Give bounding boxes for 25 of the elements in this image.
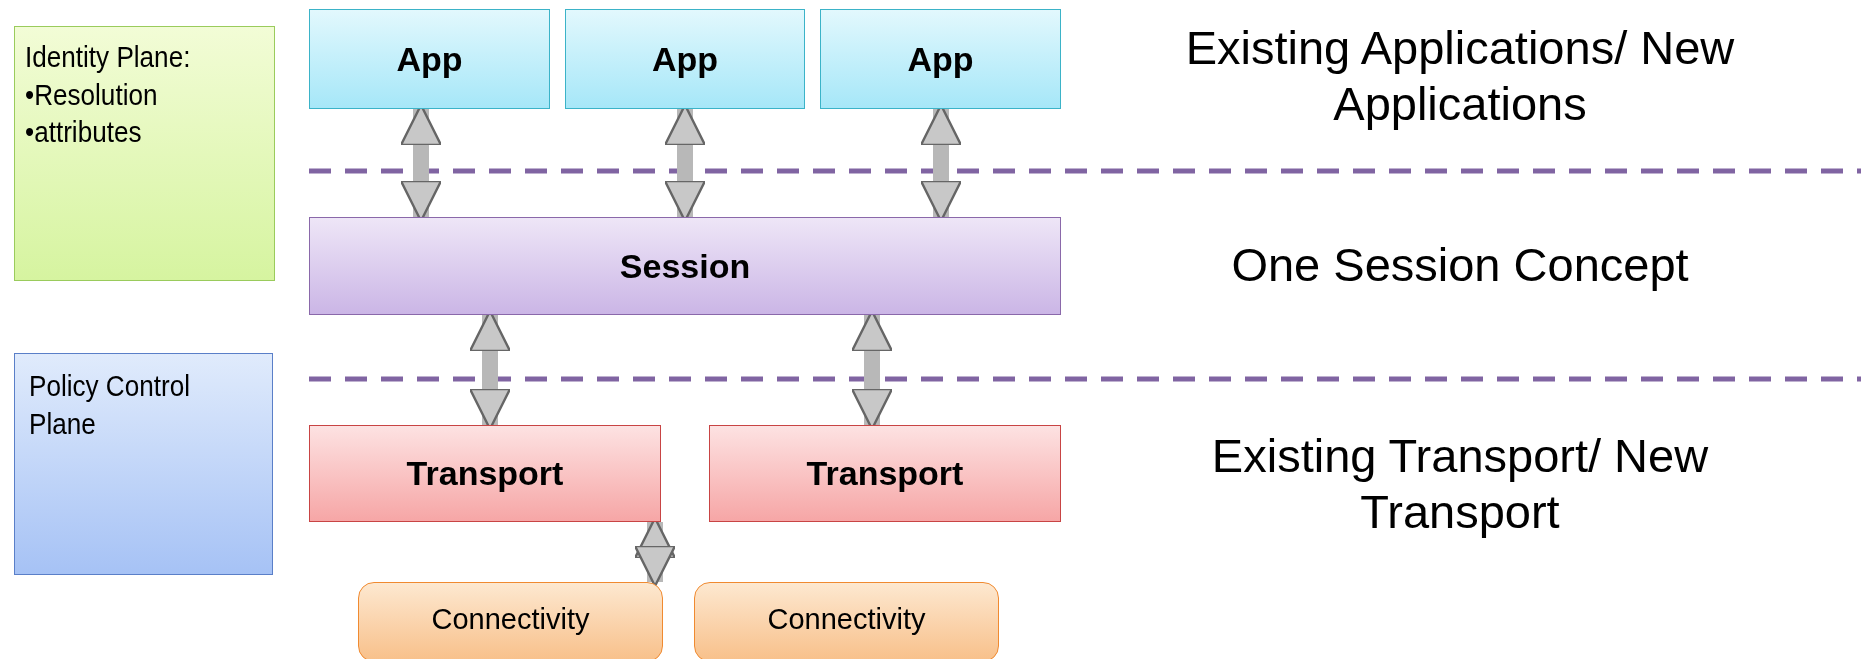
transport-box [709, 425, 1061, 522]
node-label: Policy Control Plane [29, 369, 191, 442]
transport-box [309, 425, 661, 522]
layer-caption: Existing Transport/ New Transport [1210, 428, 1710, 541]
bullet-item: •Resolution [25, 77, 158, 113]
node-label: App [396, 38, 463, 80]
plane-panel [14, 26, 275, 281]
app-box [820, 9, 1061, 109]
layer-caption: Existing Applications/ New Applications [1184, 20, 1736, 133]
node-label: Transport [406, 453, 564, 495]
node-label: Identity Plane: [25, 40, 191, 75]
layer-caption: One Session Concept [1230, 237, 1690, 293]
app-box [309, 9, 550, 109]
connectivity-box [694, 582, 999, 659]
node-label: Connectivity [431, 602, 590, 637]
node-label: App [907, 38, 974, 80]
session-bar [309, 217, 1061, 315]
node-label: Session [619, 245, 751, 287]
app-box [565, 9, 805, 109]
bullet-item: •attributes [25, 115, 142, 151]
connectivity-box [358, 582, 663, 659]
plane-panel [14, 353, 273, 575]
node-label: Connectivity [767, 602, 926, 637]
node-label: Transport [806, 453, 964, 495]
node-label: App [651, 38, 719, 80]
